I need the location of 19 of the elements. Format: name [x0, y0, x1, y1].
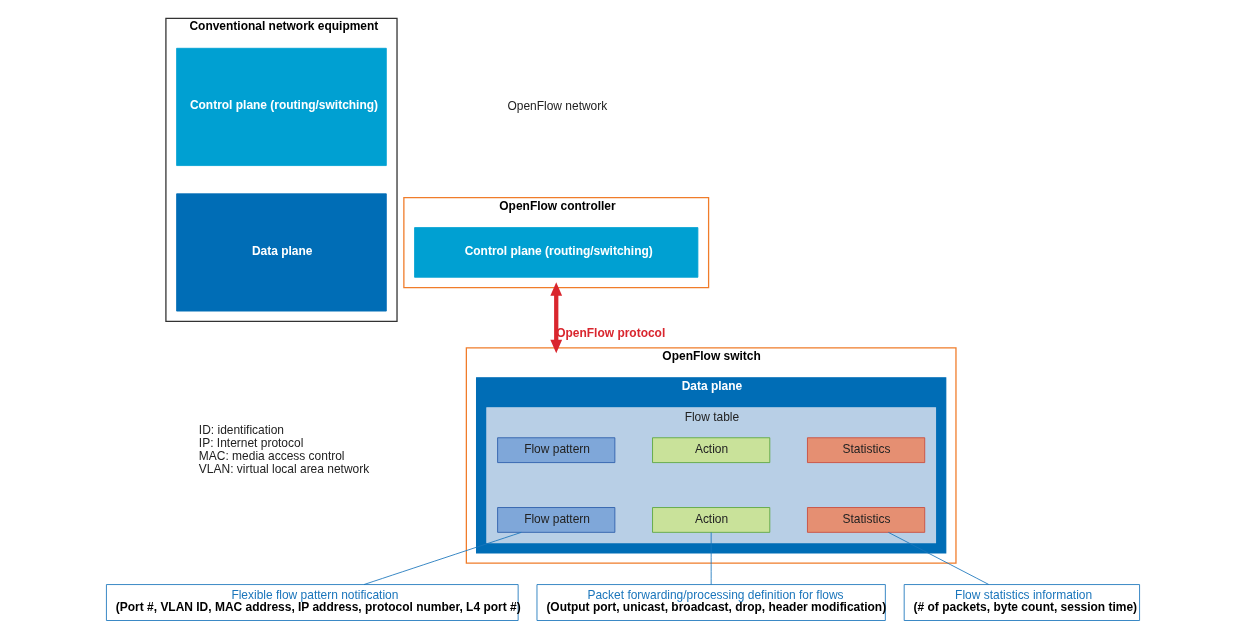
label: OpenFlow network: [507, 99, 608, 114]
label: IP: Internet protocol: [198, 435, 304, 450]
connector: [888, 531, 990, 585]
node-box: Action: [652, 507, 771, 533]
node-box: Flow pattern: [497, 507, 616, 533]
node-box: Control plane (routing/switching): [414, 227, 699, 278]
node-box: Flow pattern: [497, 437, 616, 463]
label: VLAN: virtual local area network: [198, 461, 370, 476]
node-box: Action: [652, 437, 771, 463]
connector: [710, 531, 712, 585]
node-box: Statistics: [807, 437, 926, 463]
edge-label: OpenFlow protocol: [556, 325, 666, 340]
label: ID: identification: [198, 423, 285, 438]
arrow: [550, 282, 563, 354]
node-box: Control plane (routing/switching): [176, 47, 387, 166]
node-box: Flow statistics information (# of packets, byte count, session time): [903, 584, 1140, 621]
node-box: Data plane: [176, 193, 387, 312]
node-box: Flexible flow pattern notification (Port #, VLAN ID, MAC address, IP address, protocol number, L4 port #): [106, 584, 519, 621]
node-box: Statistics: [807, 507, 926, 533]
